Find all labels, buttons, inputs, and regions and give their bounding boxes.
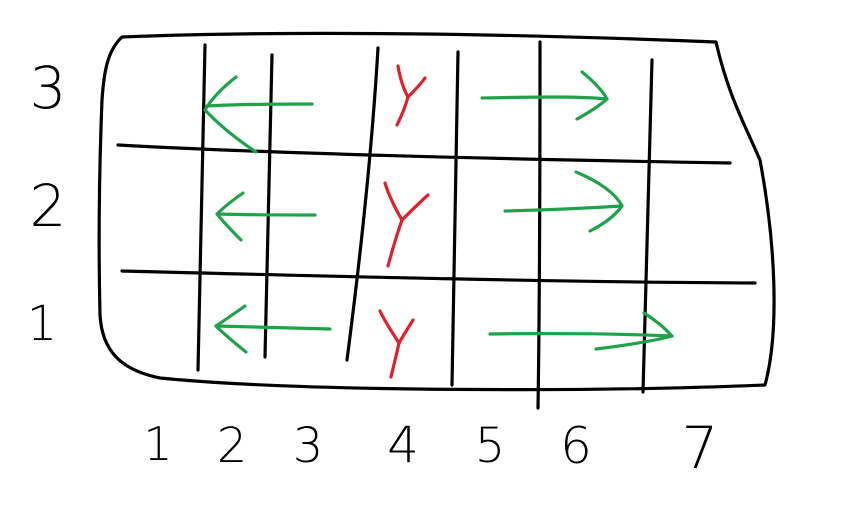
left-arrow-shaft: [214, 324, 332, 331]
row-label-2: 2: [30, 172, 67, 240]
left-arrow-head: [215, 191, 245, 242]
y-mark-right-arm: [406, 76, 427, 99]
column-label-2: 2: [217, 418, 248, 474]
column-label-6: 6: [560, 417, 592, 475]
grid-line-vertical-1: [196, 43, 207, 372]
grid-line-vertical-3: [345, 46, 380, 362]
row-label-1: 1: [27, 296, 58, 352]
right-arrow-shaft: [503, 204, 624, 213]
y-mark-left-arm: [378, 309, 401, 345]
y-mark-right-arm: [400, 193, 430, 222]
outer-border: [97, 31, 776, 392]
grid-line-vertical-6: [641, 58, 654, 394]
left-arrow-head: [214, 304, 248, 354]
row-label-3: 3: [30, 54, 67, 122]
column-label-7: 7: [682, 414, 719, 482]
y-mark-stem: [389, 341, 401, 379]
y-mark-right-arm: [397, 318, 415, 345]
y-mark-row-2: [383, 181, 430, 268]
y-mark-left-arm: [396, 64, 410, 99]
left-arrow-row-3: [203, 75, 314, 154]
grid-line-vertical-4: [450, 50, 460, 387]
left-arrow-shaft: [205, 102, 314, 108]
column-label-4: 4: [387, 416, 419, 474]
grid-line-vertical-2: [263, 53, 274, 359]
y-mark-left-arm: [383, 181, 404, 222]
right-arrow-row-3: [480, 70, 609, 121]
grid-line-horizontal-bottom: [120, 269, 757, 285]
right-arrow-row-2: [503, 170, 624, 233]
y-mark-row-3: [395, 64, 427, 127]
grid-line-vertical-5: [536, 40, 542, 410]
y-mark-stem: [395, 95, 410, 127]
grid-line-horizontal-top: [116, 143, 732, 165]
right-arrow-row-1: [488, 311, 674, 351]
right-arrow-head: [575, 70, 609, 121]
column-label-3: 3: [293, 418, 324, 474]
left-arrow-head: [203, 75, 258, 154]
right-arrow-head: [574, 170, 624, 233]
left-arrow-row-2: [215, 191, 317, 242]
column-label-1: 1: [143, 417, 172, 471]
y-mark-row-1: [378, 309, 415, 379]
right-arrow-head: [594, 311, 674, 351]
y-mark-stem: [386, 218, 404, 268]
right-arrow-shaft: [488, 332, 674, 338]
column-label-5: 5: [475, 418, 506, 474]
left-arrow-row-1: [214, 304, 332, 354]
left-arrow-shaft: [216, 212, 317, 217]
right-arrow-shaft: [480, 95, 609, 101]
